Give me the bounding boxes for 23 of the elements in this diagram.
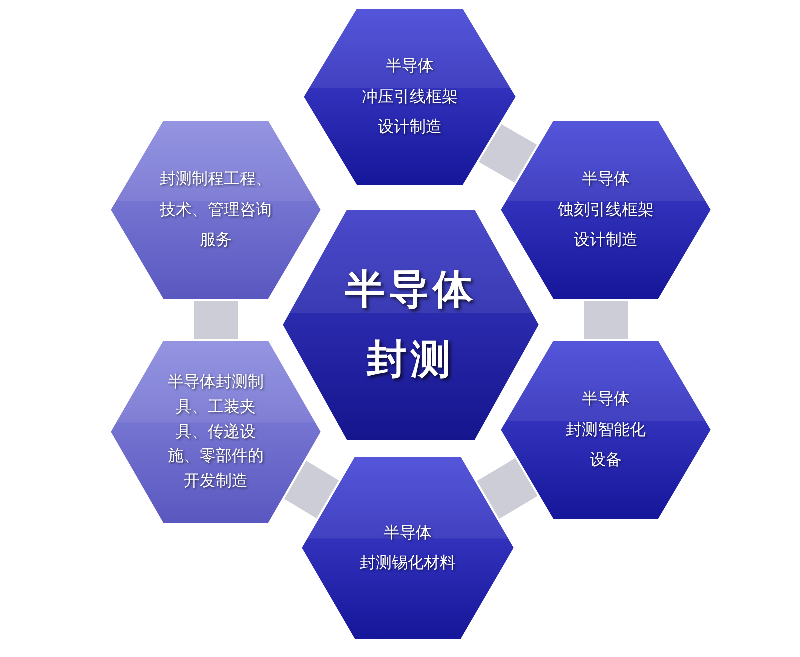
node-text: 冲压引线框架设计制造 — [361, 86, 459, 138]
node-heading: 半导体 — [385, 55, 435, 78]
node-heading: 半导体 — [581, 388, 631, 410]
connector-band — [478, 124, 538, 184]
connector-band — [584, 300, 628, 340]
node-text: 半导体封测 — [344, 265, 478, 385]
hexagon-node — [500, 340, 712, 520]
node-text: 半导体封测制具、工装夹具、传递设施、零部件的开发制造 — [167, 371, 265, 492]
hexagon-node — [282, 209, 540, 441]
hexagon-node — [303, 8, 517, 186]
connector-band — [476, 458, 539, 520]
node-heading: 半导体 — [383, 522, 433, 544]
hexagon-node — [110, 340, 322, 524]
hexagon-node — [301, 456, 515, 640]
node-heading: 半导体 — [581, 168, 631, 190]
connector-band — [194, 300, 238, 340]
node-text: 封测制程工程、技术、管理咨询服务 — [159, 168, 273, 252]
hexagon-node — [500, 120, 712, 300]
node-text: 蚀刻引线框架设计制造 — [557, 198, 655, 252]
node-text: 封测锡化材料 — [359, 552, 457, 574]
connector-band — [283, 460, 340, 519]
node-text: 封测智能化设备 — [565, 418, 647, 472]
hexagon-node — [110, 120, 322, 300]
